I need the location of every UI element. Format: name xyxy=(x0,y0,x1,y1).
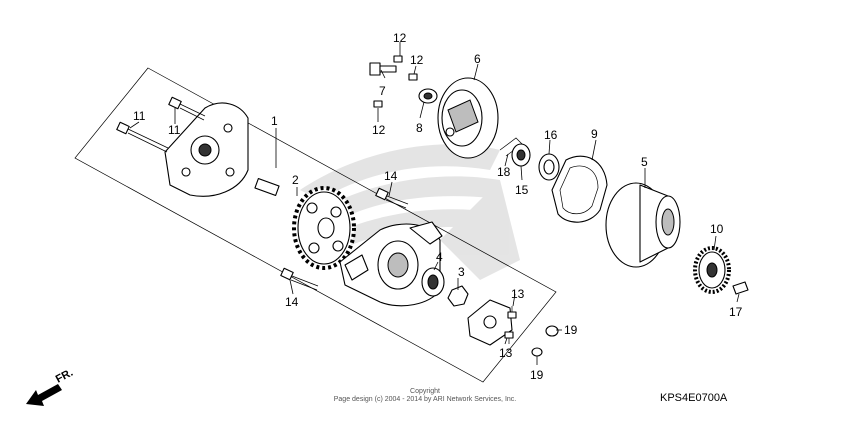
starter-clutch-housing xyxy=(437,77,499,159)
sprocket xyxy=(292,186,356,270)
copyright-line-1: Copyright xyxy=(410,388,440,395)
callout-14a: 14 xyxy=(384,169,398,183)
o-ring-19-upper xyxy=(545,325,559,337)
callout-11a: 11 xyxy=(168,123,181,137)
callout-10: 10 xyxy=(710,222,724,236)
callout-8: 8 xyxy=(416,121,423,135)
bolt-12-c xyxy=(373,100,383,108)
callout-13a: 13 xyxy=(511,287,525,301)
bolt-14-lower xyxy=(280,267,319,291)
roller-8 xyxy=(418,88,438,104)
copyright-line-2: Page design (c) 2004 - 2014 by ARI Netwo… xyxy=(333,396,517,403)
callout-13b: 13 xyxy=(499,346,513,360)
outer-rotor xyxy=(447,285,469,307)
callout-15: 15 xyxy=(515,183,529,197)
callout-19b: 19 xyxy=(530,368,544,382)
callout-16: 16 xyxy=(544,128,558,142)
direction-label: FR. xyxy=(54,367,75,386)
bolt-11-lower xyxy=(116,121,169,153)
callout-9: 9 xyxy=(591,127,598,141)
callout-3: 3 xyxy=(458,265,465,279)
driven-gear-flange-5 xyxy=(605,182,681,268)
bolt-11-upper xyxy=(168,96,206,121)
bolt-7 xyxy=(369,62,397,76)
leader-lines xyxy=(129,42,740,365)
callout-1: 1 xyxy=(271,114,278,128)
inner-rotor xyxy=(421,267,445,297)
callout-7: 7 xyxy=(379,84,386,98)
callout-4: 4 xyxy=(436,250,443,264)
assembly-frame xyxy=(74,67,557,383)
callout-5: 5 xyxy=(641,155,648,169)
callout-12a: 12 xyxy=(393,31,407,45)
bolt-14-upper xyxy=(375,187,409,209)
pump-cover xyxy=(164,102,249,197)
callout-18: 18 xyxy=(497,165,511,179)
dowel-pin xyxy=(254,177,280,197)
callout-12c: 12 xyxy=(372,123,386,137)
callout-19a: 19 xyxy=(564,323,578,337)
oil-pump-body xyxy=(339,221,443,307)
callout-2: 2 xyxy=(292,173,299,187)
callout-14b: 14 xyxy=(285,295,299,309)
o-ring-19-lower xyxy=(531,347,543,357)
diagram-code: KPS4E0700A xyxy=(660,392,728,404)
washer-16 xyxy=(538,153,560,181)
gasket-9 xyxy=(551,155,608,223)
screw-13-lower xyxy=(504,331,514,344)
collar-15 xyxy=(511,143,531,167)
bolt-12-a xyxy=(393,55,403,63)
callout-6: 6 xyxy=(474,52,481,66)
callout-17: 17 xyxy=(729,305,743,319)
pump-rear-cover xyxy=(467,299,513,346)
gear-10 xyxy=(693,246,731,294)
screw-13-upper xyxy=(507,306,517,319)
key-17 xyxy=(732,281,749,295)
callout-11b: 11 xyxy=(133,109,146,123)
callout-12b: 12 xyxy=(410,53,424,67)
bolt-12-b xyxy=(408,73,418,81)
